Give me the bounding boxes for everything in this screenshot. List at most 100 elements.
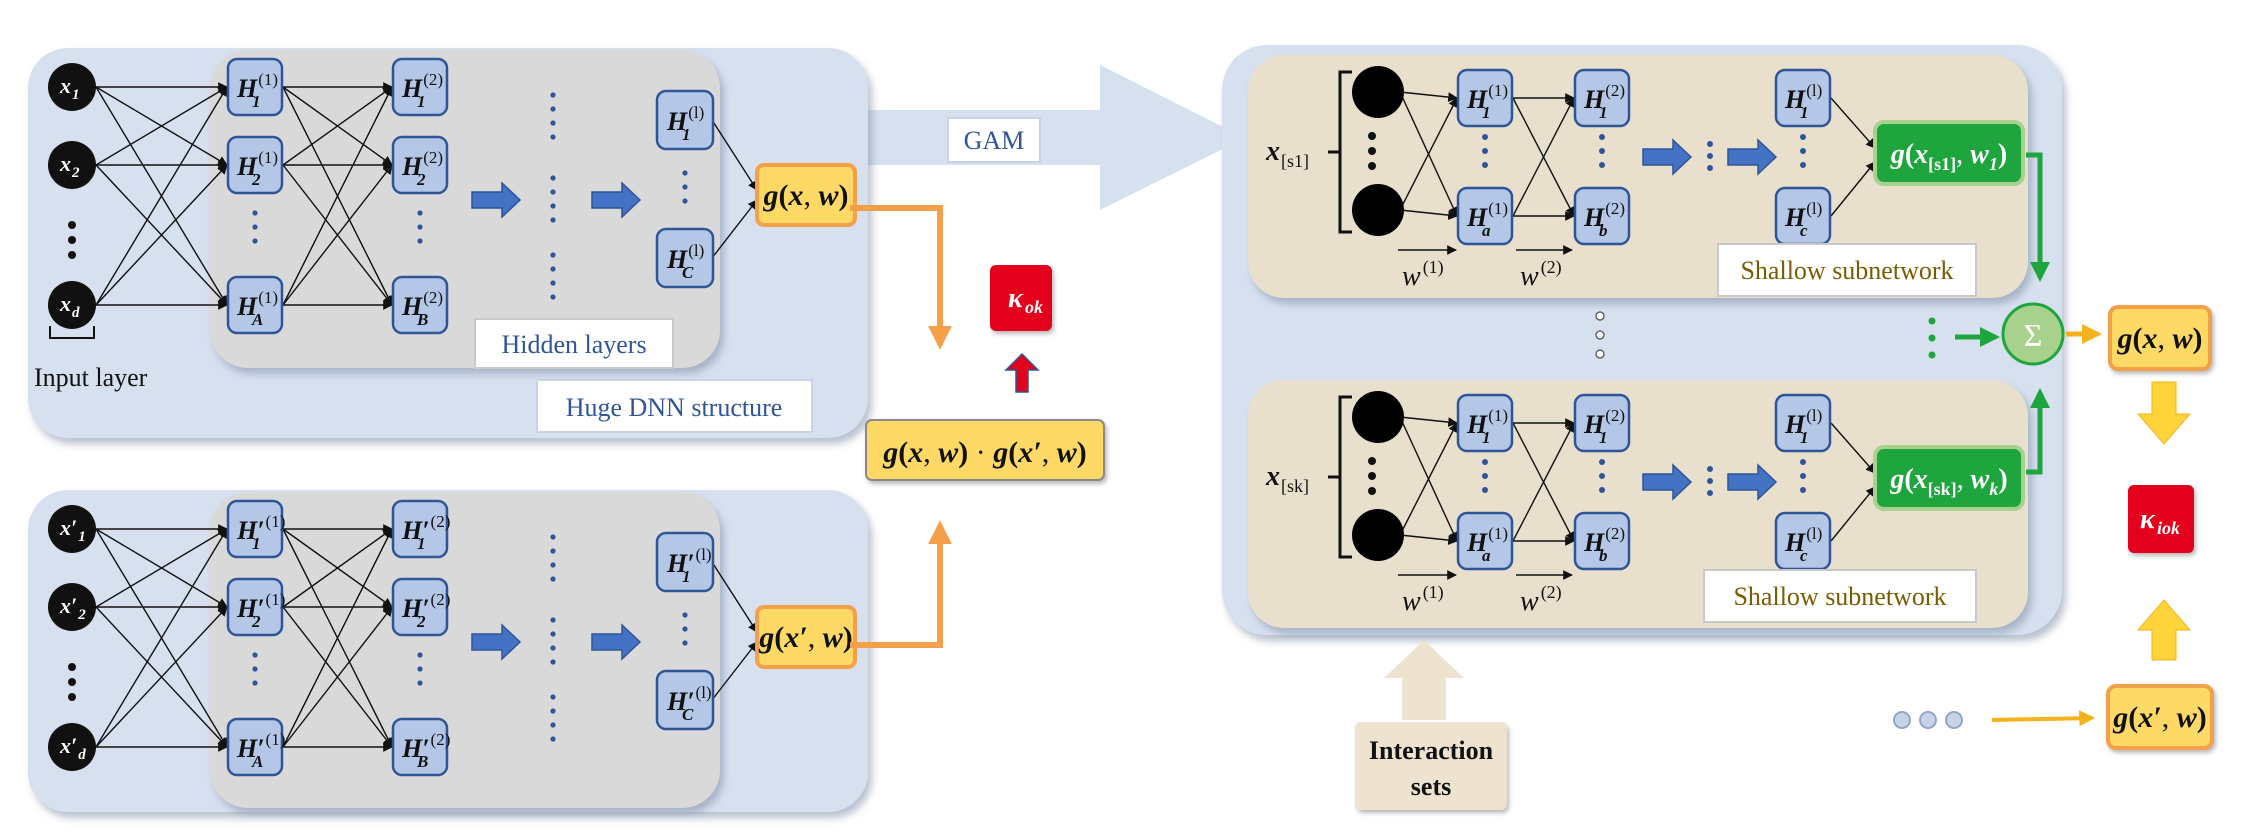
hidden-node-subscript: 1 bbox=[1599, 428, 1608, 447]
input-node: x1 bbox=[48, 63, 96, 111]
hidden-node: H(2)B bbox=[391, 275, 449, 335]
ellipsis-dot bbox=[1599, 459, 1605, 465]
g-output-label: g(x, w) bbox=[762, 179, 848, 212]
ellipsis-dot bbox=[252, 680, 258, 686]
hidden-node-box bbox=[1456, 186, 1514, 246]
ellipsis-dot bbox=[1482, 487, 1488, 493]
blue-flow-arrow bbox=[471, 623, 522, 661]
gam-arrow bbox=[840, 65, 1245, 210]
hidden-node-box bbox=[655, 227, 715, 289]
hidden-node: H′(1)1 bbox=[226, 499, 285, 559]
hidden-layers-label-box: Hidden layers bbox=[474, 318, 674, 369]
hidden-node-label: H′(1) bbox=[236, 512, 285, 545]
ellipsis-dot bbox=[1368, 162, 1376, 170]
ellipsis-dot bbox=[1599, 134, 1605, 140]
edge bbox=[1399, 534, 1458, 545]
ellipsis-dot bbox=[550, 617, 556, 623]
ellipsis-dot bbox=[550, 534, 556, 540]
hidden-node-subscript: 2 bbox=[251, 612, 261, 631]
hidden-node-box bbox=[1456, 393, 1514, 453]
hidden-node-subscript: 1 bbox=[1482, 103, 1491, 122]
input-node-circle bbox=[48, 583, 96, 631]
hidden-node: H(l)C bbox=[655, 227, 715, 289]
hidden-node-subscript: C bbox=[682, 705, 694, 724]
edge bbox=[711, 119, 758, 191]
hidden-node-subscript: 1 bbox=[1482, 428, 1491, 447]
ellipsis-dot bbox=[550, 175, 556, 181]
input-node-circle bbox=[1352, 391, 1404, 443]
hidden-node-label: H(1) bbox=[236, 288, 278, 321]
ellipsis-dot bbox=[68, 251, 76, 259]
ellipsis-dot bbox=[550, 694, 556, 700]
ellipsis-dot bbox=[68, 221, 76, 229]
hidden-node-box bbox=[1573, 393, 1631, 453]
hidden-node-box bbox=[391, 717, 449, 777]
orange-connector-bottom bbox=[850, 520, 952, 648]
input-node: xd bbox=[48, 281, 96, 329]
hidden-layers-label: Hidden layers bbox=[501, 330, 646, 359]
hidden-node-subscript: b bbox=[1599, 221, 1608, 240]
hidden-node-box bbox=[655, 89, 715, 151]
ellipsis-dot bbox=[68, 678, 76, 686]
hidden-node: H(1)2 bbox=[226, 135, 284, 195]
hidden-node-subscript: a bbox=[1482, 546, 1491, 565]
edge bbox=[1399, 97, 1458, 211]
input-node: x′d bbox=[48, 723, 96, 771]
hidden-node-subscript: B bbox=[416, 310, 428, 329]
hidden-node: H(l)1 bbox=[1774, 393, 1832, 453]
hidden-node-subscript: c bbox=[1800, 221, 1808, 240]
ellipsis-dot bbox=[550, 252, 556, 258]
input-node: x2 bbox=[48, 141, 96, 189]
input-node-circle bbox=[1352, 509, 1404, 561]
edge bbox=[282, 606, 393, 748]
ellipsis-dot bbox=[1800, 162, 1806, 168]
ellipsis-dot bbox=[550, 548, 556, 554]
ellipsis-dot bbox=[1368, 147, 1376, 155]
hidden-node-label: H(l) bbox=[666, 103, 704, 136]
ellipsis-dot bbox=[1599, 473, 1605, 479]
ellipsis-dot bbox=[68, 663, 76, 671]
input-node-circle bbox=[48, 723, 96, 771]
g-subnetwork-rect bbox=[1873, 120, 2025, 186]
hidden-node-box bbox=[226, 499, 284, 559]
ellipsis-dot bbox=[1482, 459, 1488, 465]
ellipsis-dot bbox=[550, 736, 556, 742]
ellipsis-dot bbox=[1707, 478, 1713, 484]
sigma-symbol: Σ bbox=[2024, 317, 2043, 353]
ellipsis-dot bbox=[550, 120, 556, 126]
hidden-node-subscript: 1 bbox=[682, 567, 691, 586]
hidden-node-subscript: A bbox=[251, 752, 263, 771]
hidden-node-box bbox=[226, 717, 284, 777]
ellipsis-dot bbox=[417, 224, 423, 230]
hidden-node-subscript: c bbox=[1800, 546, 1808, 565]
edge bbox=[1830, 422, 1876, 474]
hidden-node-subscript: 1 bbox=[1599, 103, 1608, 122]
shallow-label-box-2: Shallow subnetwork bbox=[1703, 569, 1977, 623]
kappa-ok-box: κ ok bbox=[990, 265, 1052, 331]
ellipsis-dot bbox=[1800, 459, 1806, 465]
hidden-node-subscript: 2 bbox=[416, 170, 426, 189]
blue-flow-arrow bbox=[591, 181, 642, 219]
top-network: x1x2xdH(1)1H(1)2H(1)AH(2)1H(2)2H(2)BH(l)… bbox=[48, 57, 857, 335]
hidden-node-box bbox=[1573, 511, 1631, 571]
ellipsis-dot bbox=[550, 92, 556, 98]
hidden-node: H′(1)2 bbox=[226, 577, 285, 637]
input-node: x′2 bbox=[48, 583, 96, 631]
ellipsis-dot bbox=[682, 170, 688, 176]
ellipsis-dot bbox=[68, 693, 76, 701]
interaction-sets-box: Interaction sets bbox=[1355, 722, 1507, 810]
hidden-node-label: H(1) bbox=[1466, 199, 1508, 232]
input-node: x′1 bbox=[48, 505, 96, 553]
shallow-label-2: Shallow subnetwork bbox=[1733, 582, 1946, 611]
ellipsis-dot bbox=[1707, 141, 1713, 147]
hidden-node-subscript: C bbox=[682, 263, 694, 282]
hidden-node: H(1)1 bbox=[1456, 393, 1514, 453]
edge bbox=[282, 86, 393, 306]
ellipsis-dot bbox=[1800, 487, 1806, 493]
shallow-label-box-1: Shallow subnetwork bbox=[1717, 243, 1977, 297]
edge bbox=[1830, 161, 1876, 217]
kappa-ok-subscript: ok bbox=[1025, 297, 1043, 317]
ellipsis-dot bbox=[252, 224, 258, 230]
hidden-node-subscript: A bbox=[251, 310, 263, 329]
hidden-node: H(2)1 bbox=[391, 57, 449, 117]
